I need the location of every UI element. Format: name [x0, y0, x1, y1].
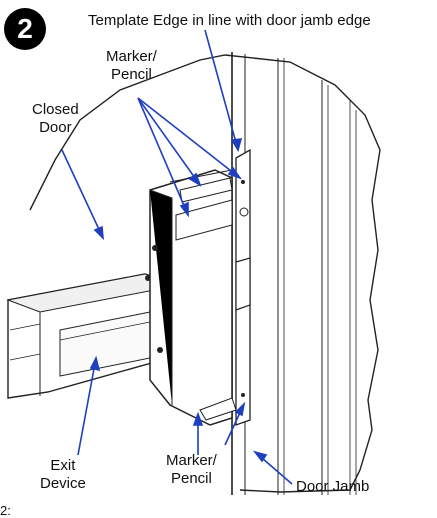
label-exit-device-line1: Exit [50, 457, 76, 474]
label-closed-door-line2: Door [39, 119, 72, 136]
label-exit-device-line2: Device [40, 475, 86, 492]
label-closed-door-line1: Closed [32, 101, 79, 118]
exit-device-bar [6, 273, 181, 399]
arrow-exit-device [77, 357, 97, 456]
arrow-closed-door [61, 149, 104, 239]
illustration-outline [29, 54, 381, 493]
arrow-marker-top-2 [137, 97, 189, 216]
label-template-edge: Template Edge in line with door jamb edg… [88, 12, 371, 29]
label-marker-pencil-bottom-line1: Marker/ [166, 452, 217, 469]
end-cap [149, 169, 251, 426]
label-marker-pencil-bottom-line2: Pencil [170, 470, 212, 487]
label-marker-pencil-top-line2: Pencil [110, 66, 152, 83]
label-marker-pencil-top: Marker/ Pencil [106, 48, 157, 84]
step-number-badge: 2 [4, 8, 46, 50]
arrow-template-edge [204, 29, 239, 151]
label-marker-pencil-top-line1: Marker/ [106, 48, 157, 65]
label-closed-door: Closed Door [32, 101, 79, 137]
cut-off-text-fragment: 2: [0, 503, 11, 518]
arrow-marker-top-3 [137, 97, 241, 179]
label-door-jamb: Door Jamb [296, 478, 370, 495]
label-marker-pencil-bottom: Marker/ Pencil [166, 452, 217, 488]
annotation-arrows [61, 29, 293, 485]
label-exit-device: Exit Device [40, 457, 86, 493]
arrow-marker-top-1 [137, 97, 201, 186]
